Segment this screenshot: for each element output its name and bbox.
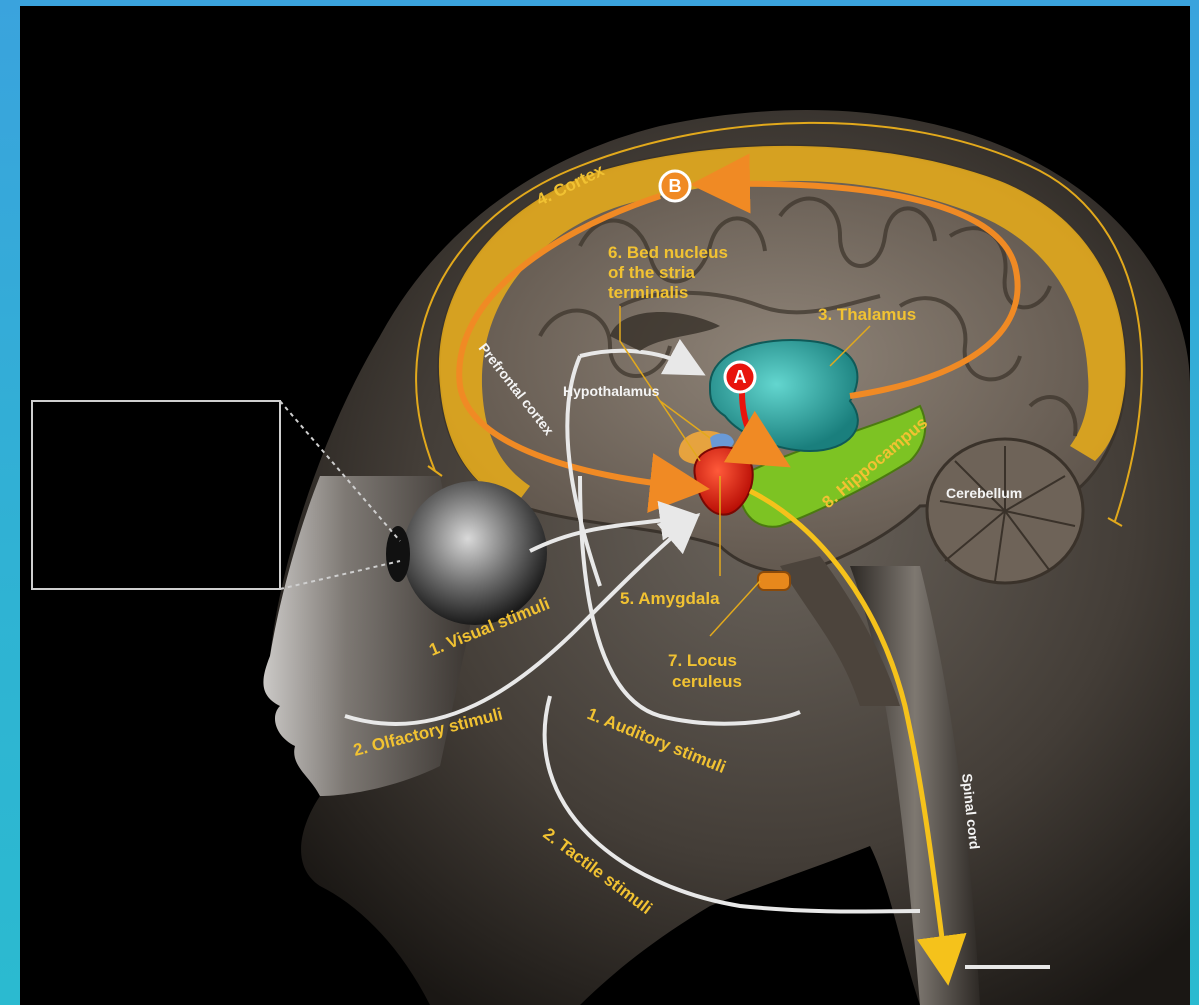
eye-inset-box — [32, 401, 280, 589]
diagram-canvas: B A 4. Cortex 6. Bed nucleus of the stri… — [20, 6, 1190, 1005]
label-bed-nucleus-3: terminalis — [608, 283, 688, 302]
badge-b: B — [660, 171, 690, 201]
badge-a: A — [725, 362, 755, 392]
label-bed-nucleus-1: 6. Bed nucleus — [608, 243, 728, 262]
svg-text:B: B — [669, 176, 682, 196]
label-thalamus: 3. Thalamus — [818, 305, 916, 324]
label-bed-nucleus-2: of the stria — [608, 263, 695, 282]
brain-illustration: B A 4. Cortex 6. Bed nucleus of the stri… — [20, 6, 1190, 1005]
label-locus-1: 7. Locus — [668, 651, 737, 670]
label-hypothalamus: Hypothalamus — [563, 383, 660, 399]
label-amygdala: 5. Amygdala — [620, 589, 720, 608]
label-cerebellum: Cerebellum — [946, 485, 1022, 501]
label-locus-2: ceruleus — [672, 672, 742, 691]
svg-text:A: A — [734, 367, 747, 387]
locus-ceruleus-shape — [758, 572, 790, 590]
pupil-shape — [386, 526, 410, 582]
